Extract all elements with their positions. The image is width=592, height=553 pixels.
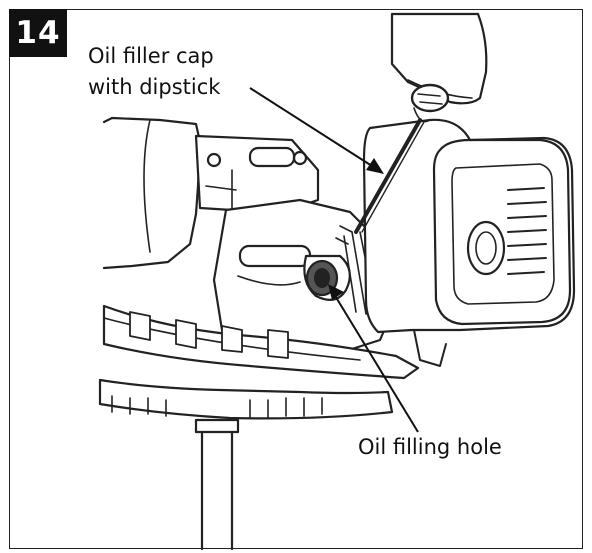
engine-block xyxy=(102,116,202,270)
muffler-outlet xyxy=(466,220,506,276)
callout-oil-filler-cap: Oil filler cap with dipstick xyxy=(88,44,221,99)
blade-shaft xyxy=(200,418,234,551)
bracket-bolt-right xyxy=(292,150,308,166)
bracket-bolt-left xyxy=(206,152,222,168)
oil-filler-cap xyxy=(410,83,450,113)
deck-bosses xyxy=(129,311,289,359)
callout-oil-filling-hole: Oil filling hole xyxy=(358,435,502,459)
muffler-louvers xyxy=(507,187,547,275)
leader-arrow-cap xyxy=(366,158,384,174)
leader-line-hole xyxy=(333,293,419,433)
skirt-ribs xyxy=(111,395,323,419)
leader-arrow-hole xyxy=(328,284,344,300)
leader-line-cap xyxy=(249,87,373,167)
muffler-bracket xyxy=(413,329,447,367)
mower-deck xyxy=(102,304,420,380)
figure-number-badge: 14 xyxy=(9,9,67,57)
deck-skirt xyxy=(98,378,394,420)
dipstick xyxy=(354,118,422,234)
muffler-shield xyxy=(432,138,572,326)
fuel-tank xyxy=(390,12,488,105)
